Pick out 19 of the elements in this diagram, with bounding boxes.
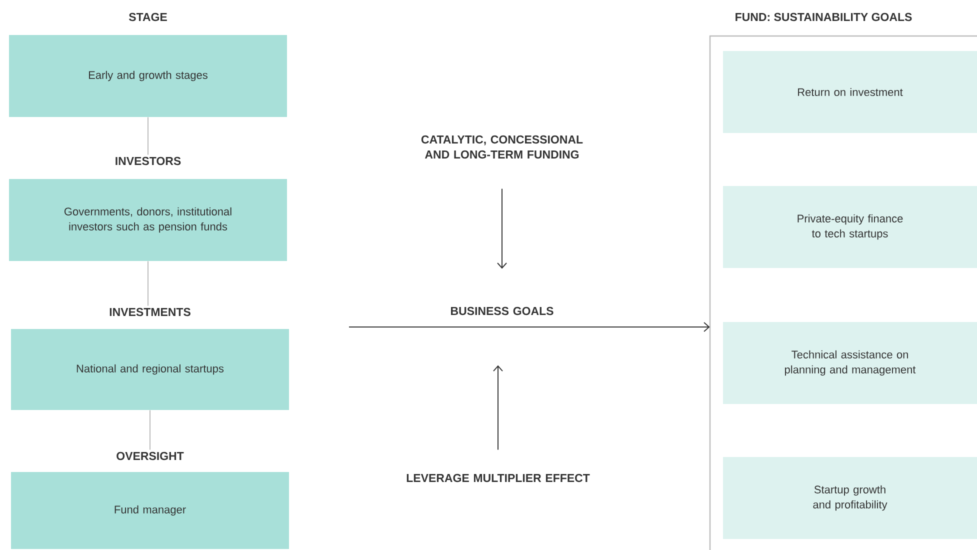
heading: OVERSIGHT xyxy=(116,452,184,460)
heading: BUSINESS GOALS xyxy=(451,306,554,316)
text-box: Return on investment xyxy=(723,51,977,133)
text-box: Private-equity finance to tech startups xyxy=(723,186,977,268)
heading: LEVERAGE MULTIPLIER EFFECT xyxy=(406,474,590,482)
heading: CATALYTIC, CONCESSIONAL AND LONG-TERM FUNDING xyxy=(421,135,583,159)
text-box: National and regional startups xyxy=(11,329,289,410)
arrow xyxy=(497,188,507,269)
heading: INVESTORS xyxy=(116,156,181,166)
text-box: Technical assistance on planning and management xyxy=(723,322,977,404)
arrow xyxy=(348,322,710,332)
heading: FUND: SUSTAINABILITY GOALS xyxy=(736,12,912,22)
text-box: Governments, donors, institutional investors such as pension funds xyxy=(9,179,287,261)
text-box: Startup growth and profitability xyxy=(723,457,977,539)
arrow xyxy=(493,365,503,450)
text-box: Fund manager xyxy=(11,472,289,549)
heading: INVESTMENTS xyxy=(110,308,190,316)
text-box: Early and growth stages xyxy=(9,35,287,117)
heading: STAGE xyxy=(128,12,167,22)
